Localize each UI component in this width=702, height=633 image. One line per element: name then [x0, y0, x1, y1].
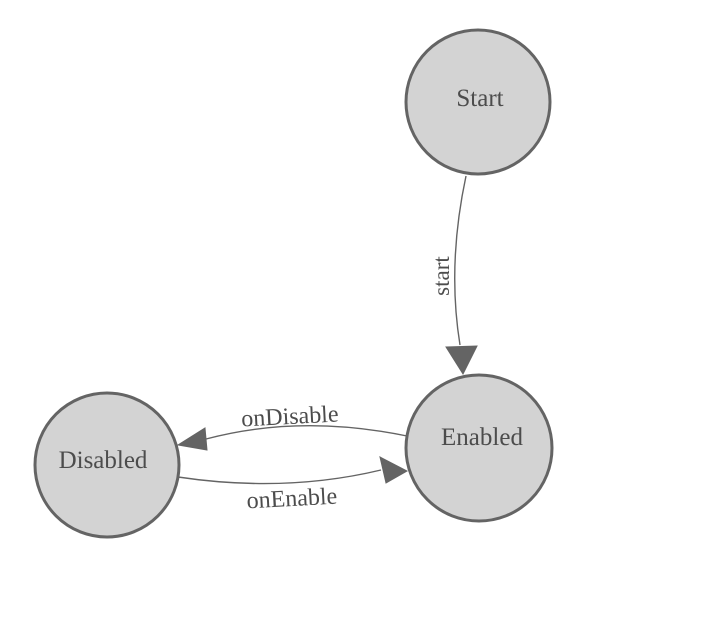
node-start-circle[interactable]: [404, 28, 552, 176]
edge-enabled-to-disabled: onDisable: [176, 401, 408, 451]
node-disabled[interactable]: Disabled: [33, 391, 181, 539]
arrowhead-down-icon: [445, 345, 478, 376]
edge-line-enabled-to-disabled: [205, 425, 408, 440]
node-start[interactable]: Start: [404, 28, 552, 176]
edge-line-disabled-to-enabled: [177, 469, 382, 485]
edge-start-to-enabled: start: [429, 175, 478, 376]
edge-disabled-to-enabled: onEnable: [177, 456, 409, 515]
edge-label-ondisable: onDisable: [241, 401, 340, 432]
node-start-label: Start: [456, 85, 503, 112]
edge-line-start-to-enabled: [454, 175, 467, 346]
node-disabled-circle[interactable]: [33, 391, 181, 539]
node-enabled[interactable]: Enabled: [404, 373, 554, 523]
node-enabled-label: Enabled: [441, 424, 523, 451]
arrowhead-left-icon: [176, 427, 208, 451]
node-enabled-circle[interactable]: [404, 373, 554, 523]
node-disabled-label: Disabled: [59, 447, 148, 474]
arrowhead-right-icon: [379, 456, 409, 484]
edge-label-start: start: [429, 256, 454, 296]
edge-label-onenable: onEnable: [246, 484, 338, 515]
